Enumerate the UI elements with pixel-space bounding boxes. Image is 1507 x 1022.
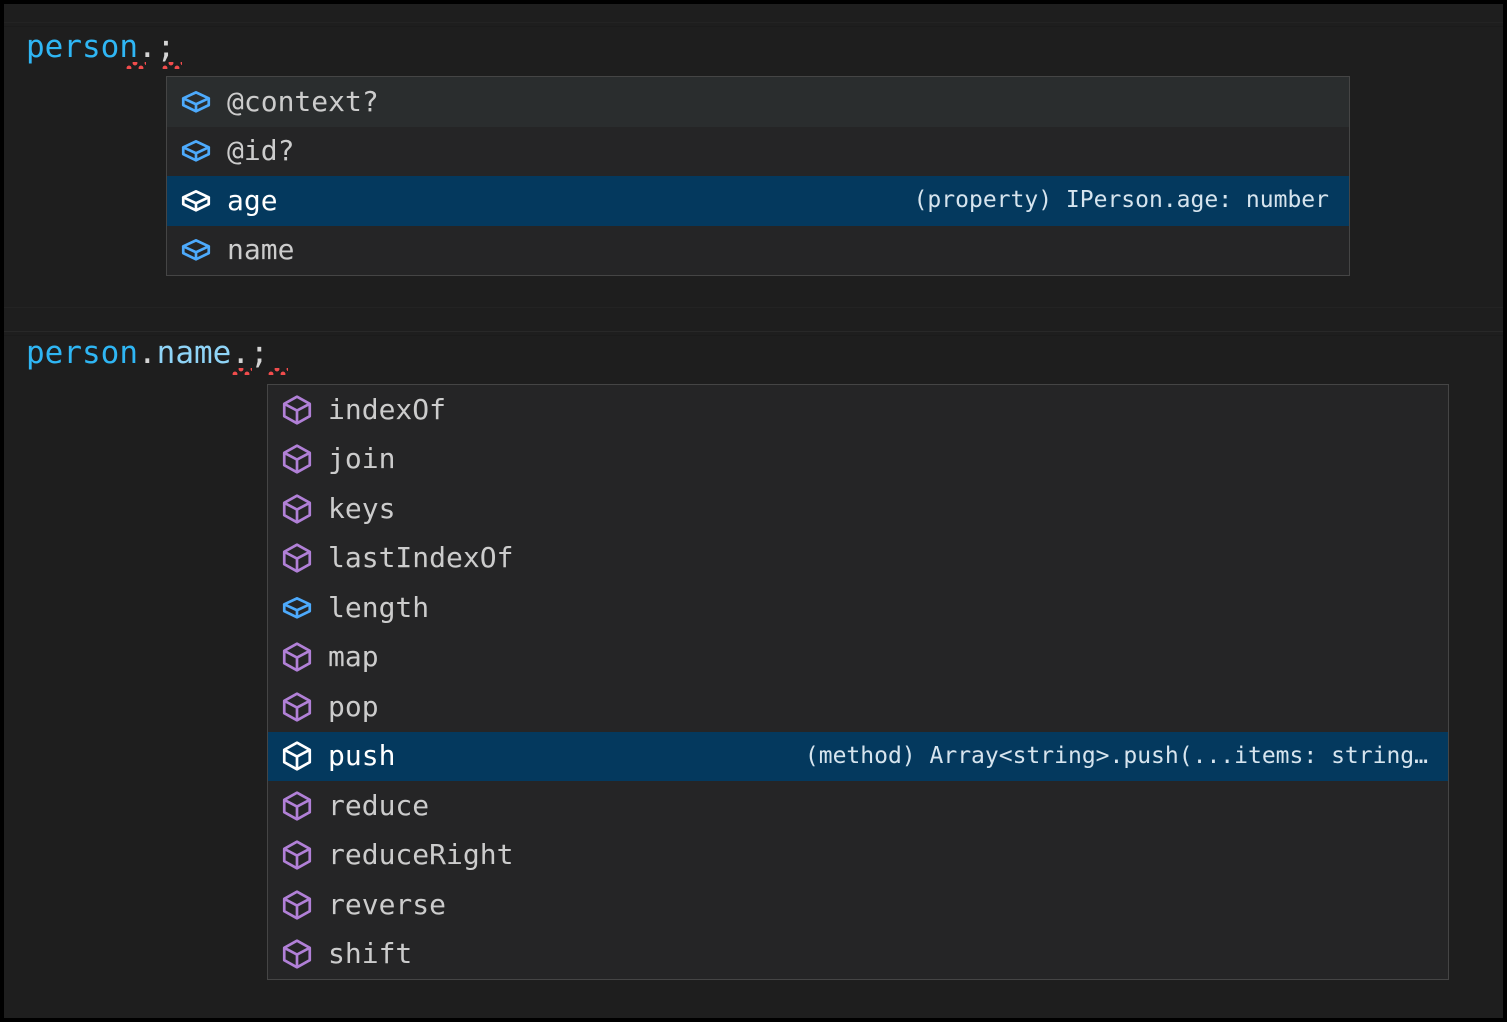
method-cube-icon: [280, 739, 314, 773]
code-token-property: name: [156, 335, 232, 371]
suggest-item-reduce[interactable]: reduce: [268, 781, 1448, 831]
code-token-punctuation: ;: [156, 29, 176, 65]
editor-band-divider: [4, 307, 1503, 308]
code-token-punctuation: .: [231, 335, 250, 371]
suggest-item-label: lastIndexOf: [328, 541, 514, 575]
code-line-1[interactable]: person.;: [26, 32, 175, 63]
code-token-identifier: person: [26, 29, 138, 65]
suggest-item-pop[interactable]: pop: [268, 682, 1448, 732]
suggest-item-label: indexOf: [328, 392, 447, 426]
suggest-item-label: length: [328, 590, 430, 624]
suggest-item-push[interactable]: push (method) Array<string>.push(...items…: [268, 731, 1448, 781]
suggest-item-label: @context?: [227, 84, 379, 118]
suggest-item-label: name: [227, 233, 295, 267]
suggest-item-label: join: [328, 442, 396, 476]
suggest-item-detail: (property) IPerson.age: number: [913, 189, 1329, 213]
suggest-item-join[interactable]: join: [268, 434, 1448, 484]
method-cube-icon: [280, 789, 314, 823]
property-cube-icon: [179, 85, 213, 119]
suggest-item-label: pop: [328, 689, 379, 723]
method-cube-icon: [280, 442, 314, 476]
property-cube-icon: [179, 134, 213, 168]
suggest-item-name[interactable]: name: [167, 225, 1349, 275]
suggest-item-label: age: [227, 183, 278, 217]
suggest-item-label: push: [328, 739, 396, 773]
method-cube-icon: [280, 393, 314, 427]
code-token-punctuation: ;: [249, 335, 269, 371]
suggest-item-label: reduceRight: [328, 838, 514, 872]
property-cube-icon: [179, 184, 213, 218]
suggest-item-label: reduce: [328, 788, 430, 822]
suggest-item-label: reverse: [328, 887, 447, 921]
editor-band-divider: [4, 331, 1503, 332]
error-squiggle-icon: [268, 368, 288, 375]
suggest-item-indexof[interactable]: indexOf: [268, 385, 1448, 435]
suggest-item-detail: (method) Array<string>.push(...items: st…: [804, 744, 1428, 768]
suggest-item-label: keys: [328, 491, 396, 525]
method-cube-icon: [280, 541, 314, 575]
method-cube-icon: [280, 888, 314, 922]
suggest-widget-person-name[interactable]: indexOf join keys lastIndexOf length map pop pu…: [267, 384, 1449, 980]
suggest-item-map[interactable]: map: [268, 632, 1448, 682]
suggest-item-keys[interactable]: keys: [268, 484, 1448, 534]
suggest-item-lastindexof[interactable]: lastIndexOf: [268, 533, 1448, 583]
method-cube-icon: [280, 838, 314, 872]
suggest-item-label: shift: [328, 937, 413, 971]
code-token-identifier: person: [26, 335, 138, 371]
method-cube-icon: [280, 640, 314, 674]
property-cube-icon: [280, 591, 314, 625]
method-cube-icon: [280, 690, 314, 724]
suggest-item-age[interactable]: age (property) IPerson.age: number: [167, 176, 1349, 226]
code-line-2[interactable]: person.name.;: [26, 338, 269, 369]
code-token-punctuation: .: [137, 335, 157, 371]
suggest-widget-person[interactable]: @context? @id? age (property) IPerson.age: …: [166, 76, 1350, 276]
suggest-item-label: map: [328, 640, 379, 674]
suggest-item-reduceright[interactable]: reduceRight: [268, 830, 1448, 880]
suggest-item-label: @id?: [227, 134, 295, 168]
editor-band-divider: [4, 26, 1503, 27]
suggest-item-id[interactable]: @id?: [167, 126, 1349, 176]
method-cube-icon: [280, 492, 314, 526]
property-cube-icon: [179, 233, 213, 267]
suggest-item-context[interactable]: @context?: [167, 77, 1349, 127]
editor-band-divider: [4, 22, 1503, 23]
code-token-punctuation: .: [137, 29, 157, 65]
suggest-item-shift[interactable]: shift: [268, 929, 1448, 979]
suggest-item-length[interactable]: length: [268, 583, 1448, 633]
suggest-item-reverse[interactable]: reverse: [268, 880, 1448, 930]
method-cube-icon: [280, 937, 314, 971]
